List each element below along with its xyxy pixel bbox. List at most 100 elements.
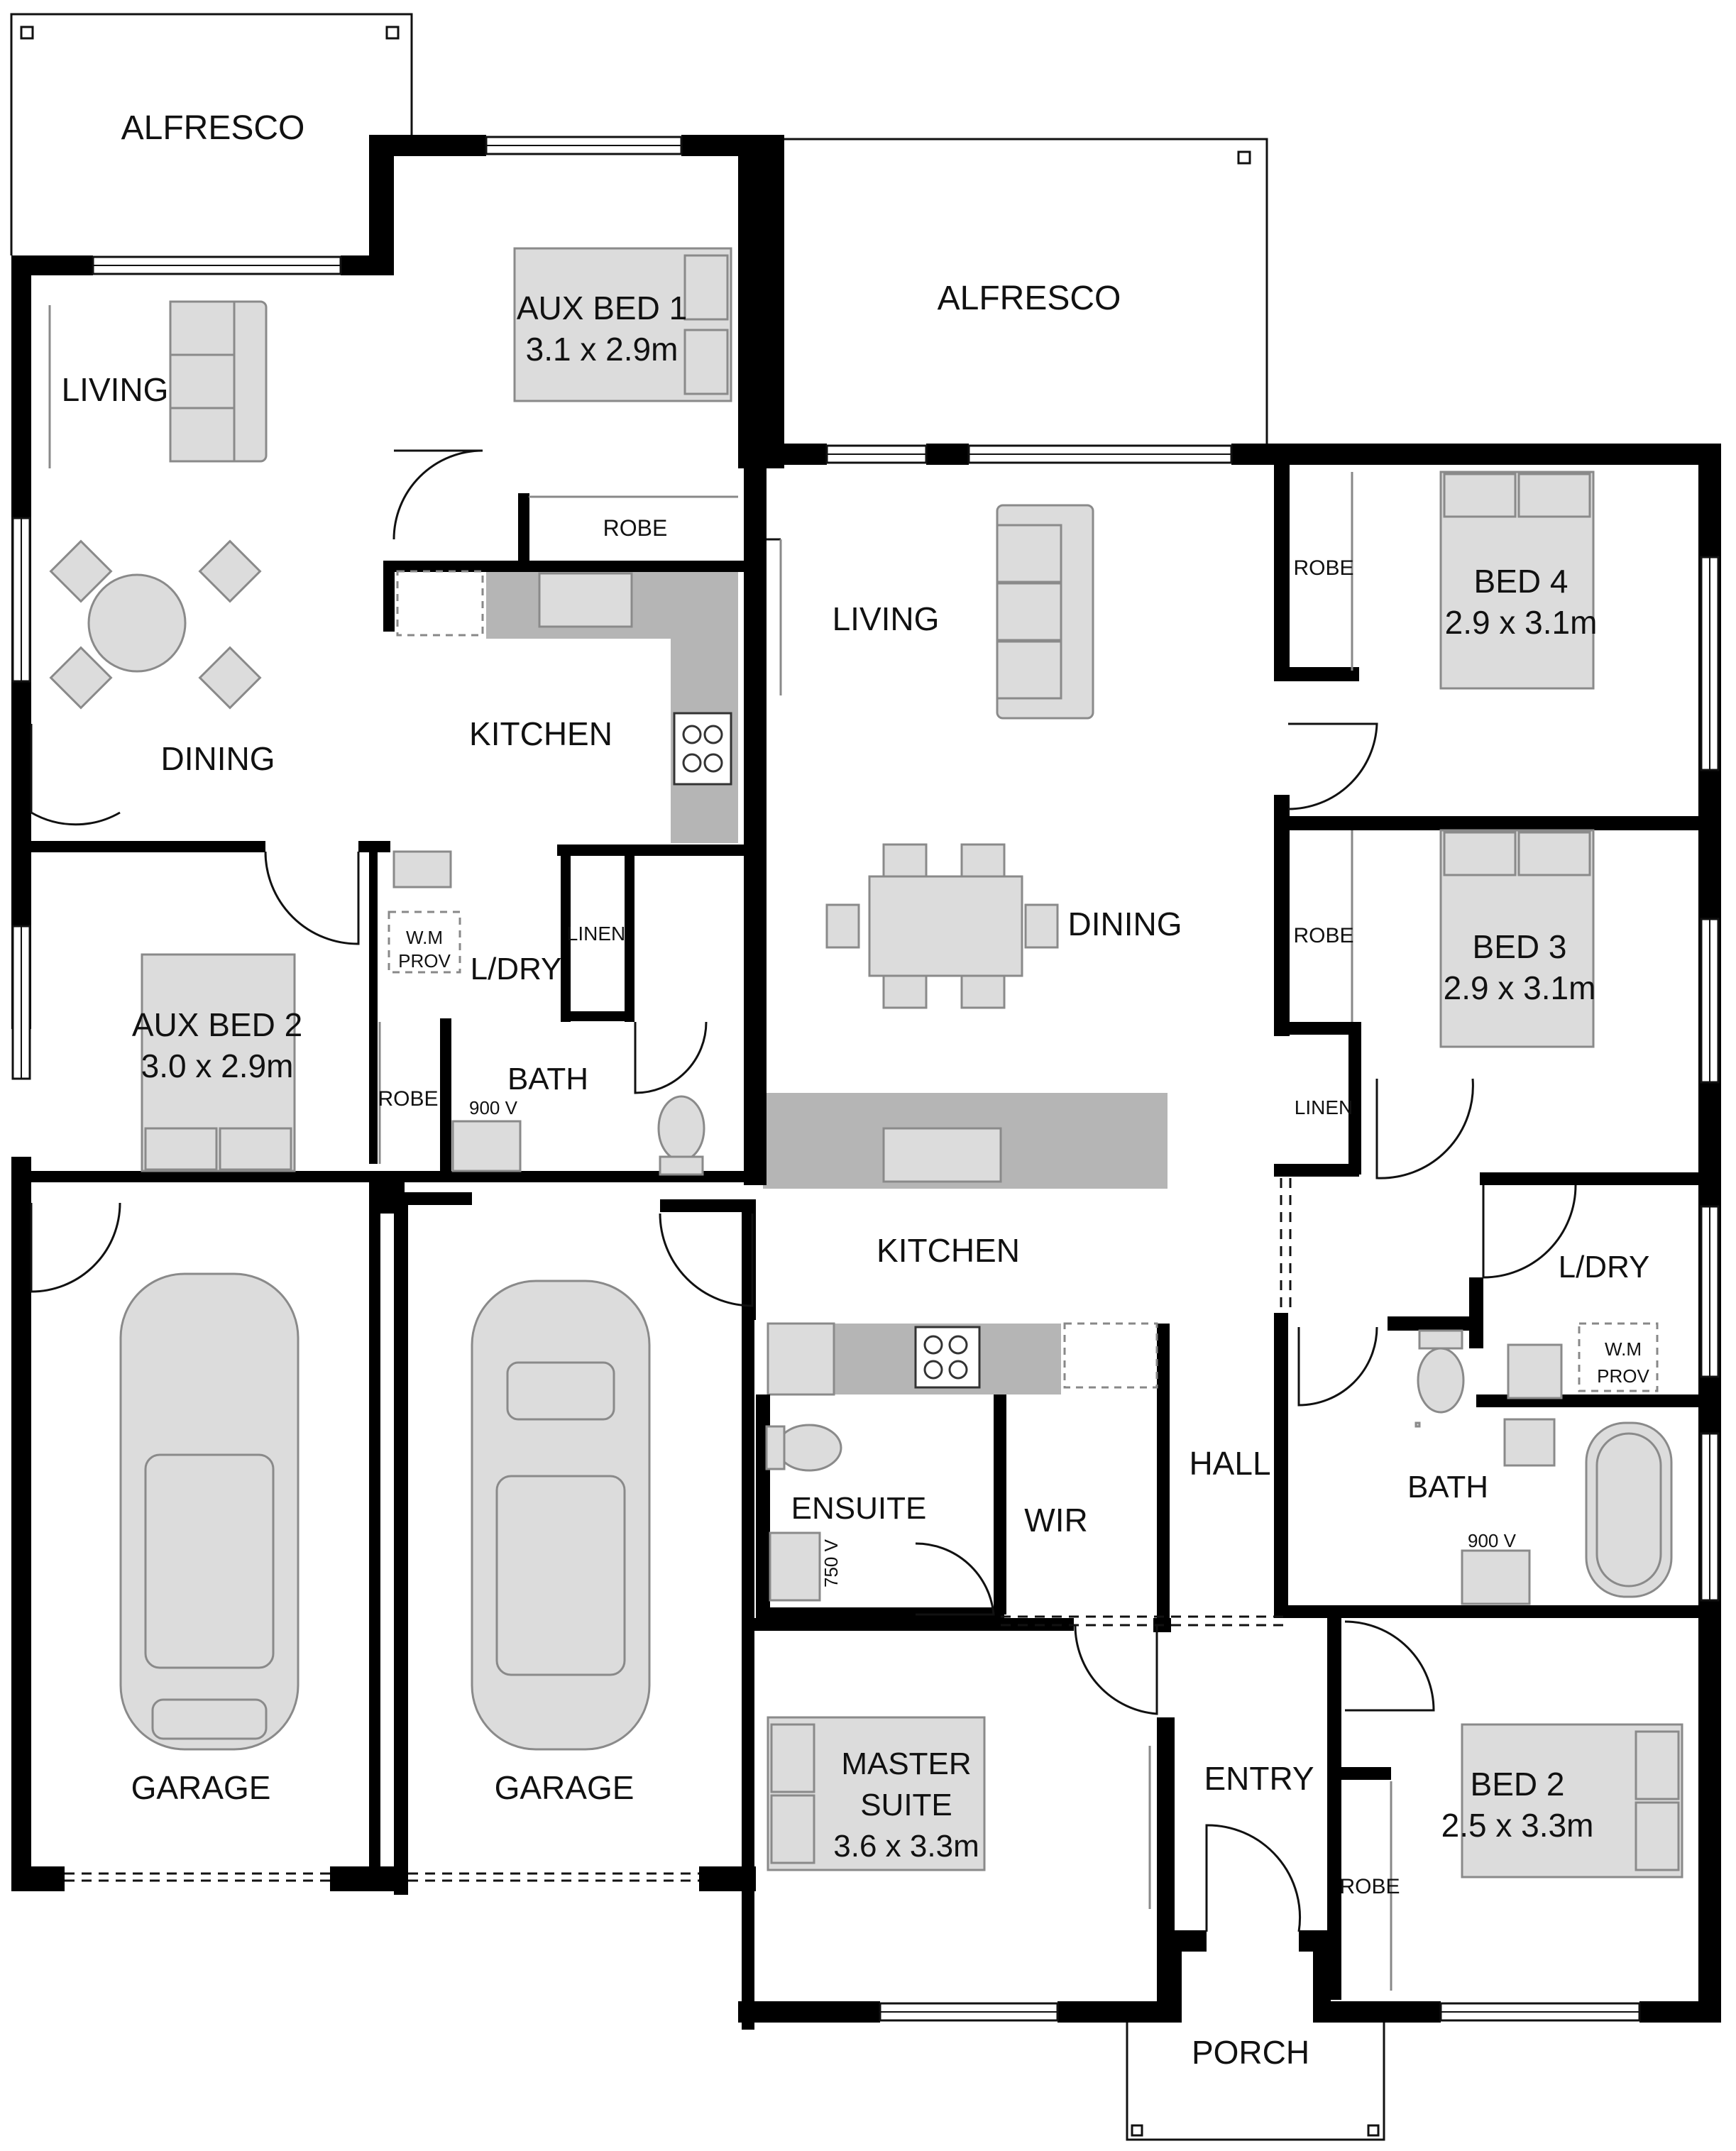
alfresco-right-outline xyxy=(784,138,1268,446)
alfresco-left-post-2 xyxy=(385,26,400,40)
wall xyxy=(742,1199,756,1320)
sofa-left xyxy=(169,300,268,463)
wall xyxy=(660,1199,752,1212)
label-aux-bed-1: AUX BED 1 xyxy=(517,290,687,326)
wall xyxy=(1274,1605,1700,1618)
label-hall: HALL xyxy=(1189,1445,1270,1482)
label-ldry-left: L/DRY xyxy=(471,952,562,986)
label-porch: PORCH xyxy=(1192,2034,1309,2071)
wall xyxy=(561,848,571,1022)
wall xyxy=(1274,816,1700,830)
wall xyxy=(699,1866,756,1891)
label-vanity-left: 900 V xyxy=(469,1097,518,1118)
wall xyxy=(561,1011,632,1021)
wall xyxy=(926,444,969,465)
label-living-main: LIVING xyxy=(833,600,940,637)
wall xyxy=(1274,667,1359,681)
wall xyxy=(11,1866,65,1891)
aux-bed-1 xyxy=(513,247,732,402)
door-swing xyxy=(1482,1184,1577,1279)
wall xyxy=(756,1607,1004,1620)
appliance-spaces xyxy=(388,570,1659,1392)
master-bed xyxy=(767,1716,986,1871)
label-linen-right: LINEN xyxy=(1295,1096,1353,1118)
fridge-space xyxy=(767,1322,835,1396)
wall xyxy=(369,135,394,270)
door-swing xyxy=(1375,1078,1474,1179)
door-swing xyxy=(30,724,121,826)
door-swing xyxy=(264,851,360,945)
label-wm-prov-left-1: W.M xyxy=(406,927,443,948)
label-bed-3: BED 3 xyxy=(1473,928,1567,965)
alfresco-left-outline xyxy=(10,13,413,255)
door-swing xyxy=(1205,1824,1302,1932)
wall xyxy=(518,493,529,568)
dining-table-main xyxy=(825,843,1059,1009)
label-entry: ENTRY xyxy=(1204,1760,1314,1797)
label-robe-aux2: ROBE xyxy=(378,1087,438,1111)
label-alfresco-right: ALFRESCO xyxy=(938,280,1121,317)
label-linen-left: LINEN xyxy=(567,923,625,945)
label-dining-main: DINING xyxy=(1068,906,1182,942)
wall xyxy=(1327,1610,1341,2000)
door-swing xyxy=(915,1542,995,1616)
wall xyxy=(1274,795,1290,1036)
wall xyxy=(1157,1717,1175,2001)
door-swing xyxy=(1344,1620,1435,1712)
wall xyxy=(1480,1172,1700,1185)
wall xyxy=(742,1320,754,2030)
wall xyxy=(754,1618,1074,1631)
wall xyxy=(744,440,767,1185)
label-bed-4-size: 2.9 x 3.1m xyxy=(1445,604,1598,641)
door-swing xyxy=(659,1213,754,1307)
wall xyxy=(369,1182,380,1891)
wall xyxy=(1057,2001,1182,2023)
label-kitchen-main: KITCHEN xyxy=(877,1232,1020,1269)
label-wm-prov-right-2: PROV xyxy=(1597,1365,1649,1387)
label-robe-bed3: ROBE xyxy=(1293,924,1353,947)
wall xyxy=(1469,1277,1483,1348)
wall xyxy=(394,1192,472,1205)
door-swing xyxy=(1287,722,1378,810)
label-wir: WIR xyxy=(1024,1502,1087,1539)
alfresco-right-post xyxy=(1237,150,1251,165)
wall xyxy=(31,1171,748,1182)
wall xyxy=(738,2001,880,2023)
label-kitchen-left: KITCHEN xyxy=(469,715,612,752)
wall xyxy=(1639,2001,1721,2023)
alfresco-left-post-1 xyxy=(20,26,34,40)
label-robe-aux1: ROBE xyxy=(603,515,668,541)
label-garage-2: GARAGE xyxy=(495,1769,634,1806)
label-aux-bed-2: AUX BED 2 xyxy=(132,1006,302,1043)
wall xyxy=(1388,1316,1483,1331)
wall xyxy=(383,561,749,572)
car-1 xyxy=(119,1272,300,1751)
label-aux-bed-2-size: 3.0 x 2.9m xyxy=(141,1047,294,1084)
label-master-1: MASTER xyxy=(841,1746,971,1781)
car-2 xyxy=(471,1280,651,1751)
room-labels: ALFRESCO ALFRESCO AUX BED 1 3.1 x 2.9m L… xyxy=(62,109,1650,2071)
wall xyxy=(1348,1022,1361,1174)
basins xyxy=(392,850,1556,1605)
label-bed-2-size: 2.5 x 3.3m xyxy=(1441,1807,1594,1844)
wall xyxy=(369,845,378,1015)
wall xyxy=(11,1157,31,1891)
label-wm-prov-left-2: PROV xyxy=(398,950,451,972)
wall xyxy=(383,561,395,632)
round-dining-table xyxy=(49,539,262,710)
hall-dashed-openings xyxy=(1001,1178,1292,1627)
bed-2 xyxy=(1461,1723,1683,1878)
label-master-2: SUITE xyxy=(860,1788,952,1822)
outdoor-outlines xyxy=(10,13,1385,2141)
door-swing xyxy=(1074,1624,1158,1715)
wall xyxy=(625,848,634,1022)
doors xyxy=(30,449,1577,1932)
window-glazing-lines xyxy=(21,145,1710,2013)
wall xyxy=(369,135,486,156)
wall xyxy=(394,1192,408,1895)
label-aux-bed-1-size: 3.1 x 2.9m xyxy=(526,331,679,368)
label-bed-2: BED 2 xyxy=(1471,1766,1565,1803)
label-vanity-ensuite: 750 V xyxy=(820,1539,842,1588)
porch-post-2 xyxy=(1367,2124,1380,2137)
